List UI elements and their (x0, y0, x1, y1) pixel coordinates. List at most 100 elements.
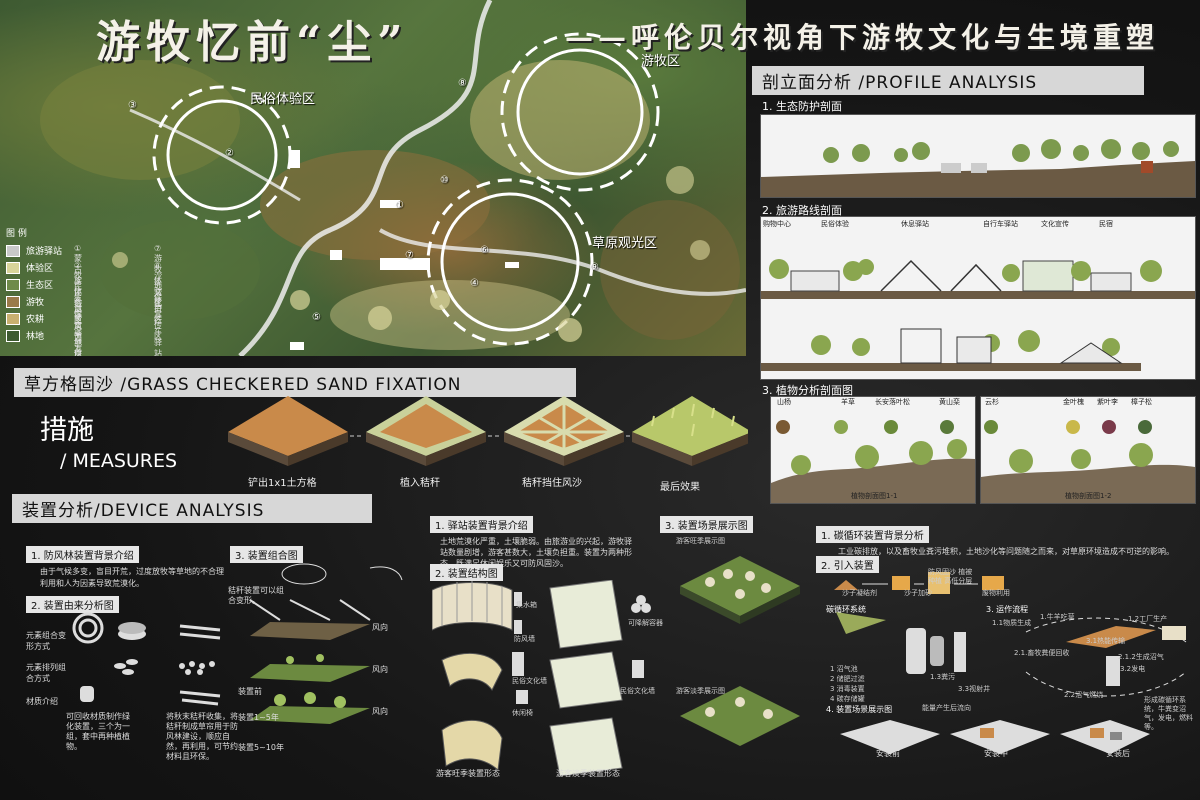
wind-label: 风向 (372, 623, 388, 632)
measures-en: / MEASURES (60, 450, 178, 472)
plant-label: 长安落叶松 (875, 398, 910, 406)
device-b1: 1. 防风林装置背景介绍 (26, 546, 139, 563)
part-label: 民俗文化墙 (620, 687, 655, 695)
zone-folk: 民俗体验区 (250, 92, 316, 107)
part-label: 集水箱 (516, 601, 537, 609)
zone-nomad: 游牧区 (641, 54, 681, 69)
map-number: ⑨ (590, 262, 599, 273)
carbon-right-cap: 形成碳循环系统，牛粪变沼气，发电，燃料等。 (1144, 696, 1193, 731)
device-b2: 2. 装置由来分析图 (26, 596, 119, 613)
plant-label: 紫叶李 (1097, 398, 1118, 406)
legend-list-b: ⑦游牧体验区 ⑧沙地保护区 ⑨文化宣传区 ⑩自行车驿站 (154, 244, 162, 356)
step-label: 3.2发电 (1120, 665, 1146, 673)
plant-section-b: 云杉 金叶槐 紫叶李 樟子松 植物剖面图1-2 (980, 396, 1196, 504)
legend-label: 体验区 (26, 264, 54, 274)
route-label: 民俗体验 (821, 220, 849, 228)
carbon-system-drawing (836, 612, 1187, 697)
route-label: 民宿 (1099, 220, 1113, 228)
station-scene-drawing (680, 556, 800, 746)
step-label: 2.1.畜牧粪便回收 (1014, 649, 1070, 657)
device-b1-text: 由于气候多变，盲目开荒，过度放牧等草地的不合理利用和人为因素导致荒漠化。 (40, 567, 224, 588)
legend-item: ⑨文化宣传区 (154, 278, 162, 341)
measures-cn: 措施 (40, 415, 94, 446)
legend-row: 林地 (6, 327, 62, 344)
device-combo-drawing (250, 563, 403, 724)
device-b3-note: 秸秆装置可以组合变形。 (228, 586, 284, 605)
legend-item: ④草原湿地保护区 (74, 295, 82, 356)
scene-label: 安装中 (984, 749, 1008, 758)
legend-row: 体验区 (6, 259, 62, 276)
legend-swatch (6, 312, 20, 325)
legend-label: 生态区 (26, 281, 54, 291)
carbon-b4: 4. 装置场景展示图 (826, 705, 893, 714)
map-number: ⑤ (312, 312, 321, 323)
wind-label: 风向 (372, 707, 388, 716)
grass-step-1: 铲出1x1土方格 (248, 478, 317, 489)
legend-item: ⑦游牧体验区 (154, 244, 162, 307)
map-legend: 图 例 旅游驿站 体验区 生态区 游牧 农耕 林地 ①蒙古族体验馆 ②牧民生活区… (6, 226, 162, 356)
station-b1-text: 土地荒漠化严重，土壤脆弱。由旅游业的兴起，游牧驿站数量剧增，游客甚数大，土壤负担… (440, 537, 632, 568)
legend-label: 旅游驿站 (26, 247, 63, 257)
profile-s2: 2. 旅游路线剖面 (762, 204, 842, 217)
route-label: 文化宣传 (1041, 220, 1069, 228)
plant-label: 山杨 (777, 398, 791, 406)
step-label: 3.3视射井 (958, 685, 991, 693)
flow-label: 废物利用 (982, 589, 1010, 597)
carbon-b1: 1. 碳循环装置背景分析 (816, 526, 929, 543)
step-label: 1.1物质生成 (992, 619, 1032, 627)
step-label: 2.2沼气燃烧 (1064, 691, 1104, 699)
flow-label: 沙子加砂 (904, 589, 932, 597)
plant-label: 樟子松 (1131, 398, 1152, 406)
legend-item: ⑧沙地保护区 (154, 261, 162, 324)
profile-s3: 3. 植物分析剖面图 (762, 384, 853, 397)
scene-label: 安装前 (876, 749, 900, 758)
legend-item: ③民俗饮食馆 (74, 278, 82, 341)
station-b3: 3. 装置场景展示图 (660, 516, 753, 533)
component: 1 沼气池 (830, 665, 858, 673)
stage-label: 装置5~10年 (238, 743, 284, 752)
plant-section-b-drawing (981, 420, 1195, 503)
component: 2 储肥过滤 (830, 675, 865, 683)
poster-subtitle: ——呼伦贝尔视角下游牧文化与生境重塑 (565, 21, 1160, 54)
route-section: 购物中心 民俗体验 休息驿站 自行车驿站 文化宣传 民宿 (760, 216, 1196, 380)
device-b3: 3. 装置组合图 (230, 546, 303, 563)
grass-steps-drawing (228, 396, 748, 466)
map-number: ⑩ (440, 175, 449, 186)
device-elements-drawing (72, 612, 221, 706)
legend-swatch (6, 261, 20, 274)
map-number: ① (395, 200, 404, 211)
legend-swatch (6, 278, 20, 291)
carbon-b2: 2. 引入装置 (816, 556, 879, 573)
flow-side: 防风固沙 植被种植 高低分层 (928, 568, 973, 585)
ecological-section-drawing (761, 139, 1195, 197)
plant-label: 金叶槐 (1063, 398, 1084, 406)
map-number: ⑥ (480, 245, 489, 256)
step-label: 2.1.2生成沼气 (1118, 653, 1164, 661)
map-overlay (112, 0, 746, 356)
station-b2: 2. 装置结构图 (430, 564, 503, 581)
device-row-1: 元素组合变形方式 (26, 631, 66, 651)
legend-row: 旅游驿站 (6, 242, 62, 259)
legend-label: 林地 (26, 332, 45, 342)
map-number: ④ (470, 278, 479, 289)
device-note-1: 可回收材质制作绿化装置，三个为一组，套中再种植植物。 (66, 712, 130, 751)
carbon-scene-drawing (840, 720, 1150, 754)
component: 4 碳存储罐 (830, 695, 865, 703)
legend-label: 游牧 (26, 298, 45, 308)
stage-label: 装置前 (238, 687, 262, 696)
plant-caption: 植物剖面图1-1 (851, 492, 898, 500)
station-b1: 1. 驿站装置背景介绍 (430, 516, 533, 533)
step-label: 1.3粪污 (930, 673, 956, 681)
legend-item: ⑤风力发电站 (74, 312, 82, 356)
carbon-system: 碳循环系统 (826, 605, 866, 614)
profile-header: 剖立面分析 /PROFILE ANALYSIS (752, 66, 1144, 95)
map-number: ⑧ (458, 78, 467, 89)
map-number: ③ (128, 100, 137, 111)
plant-section-a-drawing (771, 420, 975, 503)
legend-swatch (6, 329, 20, 342)
legend-row: 游牧 (6, 293, 62, 310)
plant-label: 云杉 (985, 398, 999, 406)
legend-row: 生态区 (6, 276, 62, 293)
grass-step-3: 秸秆挡住风沙 (522, 478, 582, 489)
legend-swatch (6, 295, 20, 308)
